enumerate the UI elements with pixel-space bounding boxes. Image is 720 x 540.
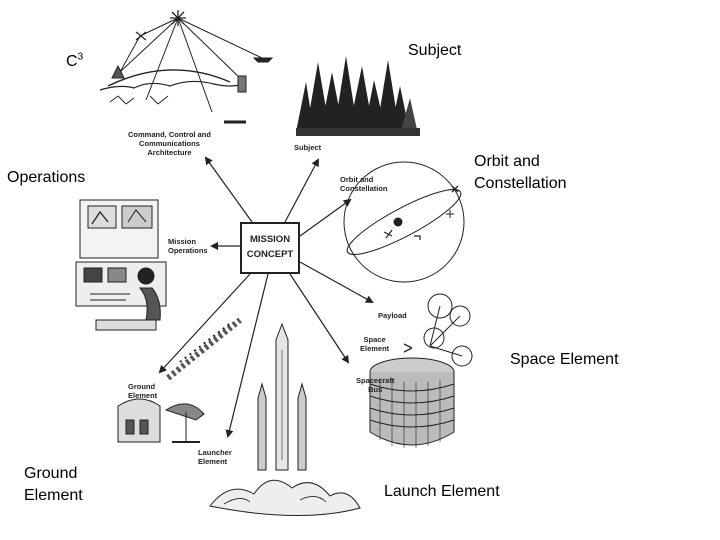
c3-label-superscript: 3 (77, 51, 84, 63)
c3-caption: Command, Control and Communications Arch… (128, 130, 211, 157)
c3-label: C3 (66, 29, 83, 73)
launch-element-label: Launch Element (384, 483, 500, 500)
subject-caption: Subject (294, 143, 322, 152)
arrow-to-subject (284, 158, 319, 223)
subject-label: Subject (408, 42, 462, 59)
mission-concept-box: MISSION CONCEPT (240, 222, 300, 274)
payload-caption: Payload (378, 311, 407, 320)
operations-caption: Mission Operations (168, 237, 208, 255)
arrow-to-launcher (225, 273, 269, 438)
arrow-to-orbit (299, 198, 352, 237)
launcher-caption: Launcher Element (198, 448, 232, 466)
spacecraft-bus-caption: Spacecraft Bus (356, 376, 395, 394)
mission-concept-line1: MISSION (249, 234, 291, 245)
space-element-illustration (369, 293, 473, 448)
mission-concept-line2: CONCEPT (246, 249, 294, 260)
orbit-caption: Orbit and Constellation (340, 175, 388, 193)
ground-element-label: Ground Element (24, 465, 83, 504)
orbit-label: Orbit and Constellation (474, 153, 567, 192)
ground-element-illustration (117, 317, 242, 443)
space-element-label: Space Element (510, 351, 619, 368)
connector-arrows (158, 156, 374, 438)
arrow-to-spacecraft (289, 273, 350, 364)
arrow-to-ground (158, 273, 251, 374)
space-element-caption: Space Element (360, 335, 390, 353)
subject-illustration (296, 56, 420, 136)
launch-element-illustration (209, 322, 361, 517)
ground-caption: Ground Element (128, 382, 158, 400)
c3-label-base: C (66, 53, 78, 70)
orbit-illustration (343, 161, 465, 283)
operations-illustration (75, 199, 167, 331)
operations-label: Operations (7, 169, 86, 186)
c3-illustration (99, 10, 274, 124)
arrow-to-c3 (204, 156, 253, 223)
arrow-to-payload (299, 261, 374, 303)
